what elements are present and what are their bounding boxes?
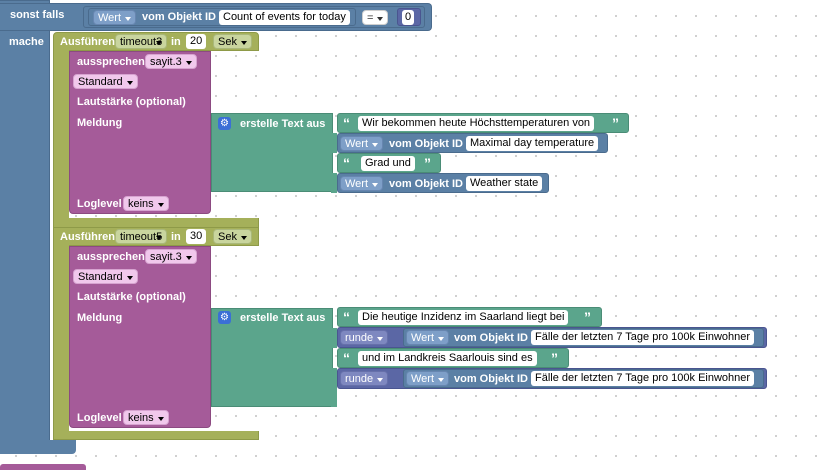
sayit-2-target[interactable]: sayit.3 xyxy=(145,249,197,264)
sayit-2-loglevel[interactable]: keins xyxy=(123,410,169,425)
timeout-2-delay[interactable]: 30 xyxy=(186,229,207,244)
timeout-2-unit[interactable]: Sek xyxy=(213,229,252,244)
sayit-1-loglevel-label: Loglevel xyxy=(77,198,122,210)
operator-dropdown[interactable]: = xyxy=(362,10,389,25)
object-id-label: vom Objekt ID xyxy=(454,332,528,344)
sayit-1-loglevel[interactable]: keins xyxy=(123,196,169,211)
gear-icon[interactable]: ⚙ xyxy=(218,311,231,324)
text-join-2-arm-a xyxy=(331,328,337,348)
timeout-1-delay[interactable]: 20 xyxy=(186,34,207,49)
sayit-1-message-label: Meldung xyxy=(77,117,123,129)
close-quote-icon: ” xyxy=(424,155,431,171)
text-join-1-label: erstelle Text aus xyxy=(240,118,326,130)
text-field[interactable]: Die heutige Inzidenz im Saarland liegt b… xyxy=(358,310,569,325)
timeout-2-in-label: in xyxy=(171,231,181,243)
close-quote-icon: ” xyxy=(584,309,591,325)
text-join-1-arm-a xyxy=(331,133,337,153)
timeout-1-label: Ausführen xyxy=(60,36,115,48)
value-dropdown[interactable]: Wert xyxy=(340,136,384,151)
object-id-field[interactable]: Fälle der letzten 7 Tage pro 100k Einwoh… xyxy=(531,371,755,386)
text-join-2-label: erstelle Text aus xyxy=(240,312,326,324)
open-quote-icon: “ xyxy=(343,155,350,171)
text-field[interactable]: Grad und xyxy=(361,156,415,171)
object-id-field[interactable]: Weather state xyxy=(466,176,543,191)
sayit-2-language[interactable]: Standard xyxy=(73,269,138,284)
text-field[interactable]: und im Landkreis Saarlouis sind es xyxy=(358,351,537,366)
close-quote-icon: ” xyxy=(551,350,558,366)
round-dropdown[interactable]: runde xyxy=(340,330,389,345)
object-id-field[interactable]: Count of events for today xyxy=(219,10,350,25)
do-label: mache xyxy=(9,36,44,48)
sayit-1-volume-label: Lautstärke (optional) xyxy=(77,96,186,108)
open-quote-icon: “ xyxy=(343,115,350,131)
value-dropdown[interactable]: Wert xyxy=(406,371,450,386)
sayit-1-label: aussprechen xyxy=(77,56,145,68)
open-quote-icon: “ xyxy=(343,309,350,325)
timeout-2-name[interactable]: timeout5 xyxy=(115,229,168,244)
value-dropdown[interactable]: Wert xyxy=(93,10,137,25)
text-join-2-arm-b xyxy=(331,368,337,407)
sayit-1-language[interactable]: Standard xyxy=(73,74,138,89)
gear-icon[interactable]: ⚙ xyxy=(218,117,231,130)
value-dropdown[interactable]: Wert xyxy=(340,176,384,191)
if-else-bottom-bar xyxy=(0,440,76,454)
next-block-edge[interactable] xyxy=(0,464,86,470)
sayit-2-message-label: Meldung xyxy=(77,312,123,324)
object-id-field[interactable]: Fälle der letzten 7 Tage pro 100k Einwoh… xyxy=(531,330,755,345)
close-quote-icon: ” xyxy=(612,115,619,131)
object-id-label: vom Objekt ID xyxy=(389,138,463,150)
timeout-2-bottom xyxy=(53,431,259,440)
number-field[interactable]: 0 xyxy=(402,10,415,25)
text-field[interactable]: Wir bekommen heute Höchsttemperaturen vo… xyxy=(358,116,595,131)
object-id-label: vom Objekt ID xyxy=(142,11,216,23)
else-if-label: sonst falls xyxy=(10,9,65,21)
sayit-2-loglevel-label: Loglevel xyxy=(77,412,122,424)
if-else-block[interactable] xyxy=(0,0,50,452)
sayit-2-label: aussprechen xyxy=(77,251,145,263)
text-join-block-1[interactable] xyxy=(211,113,333,192)
object-id-label: vom Objekt ID xyxy=(389,178,463,190)
sayit-2-volume-label: Lautstärke (optional) xyxy=(77,291,186,303)
value-dropdown[interactable]: Wert xyxy=(406,330,450,345)
timeout-1-side xyxy=(53,50,69,228)
text-join-block-2[interactable] xyxy=(211,308,333,407)
timeout-1-in-label: in xyxy=(171,36,181,48)
sayit-1-target[interactable]: sayit.3 xyxy=(145,54,197,69)
round-dropdown[interactable]: runde xyxy=(340,371,389,386)
timeout-1-name[interactable]: timeout3 xyxy=(115,34,168,49)
object-id-label: vom Objekt ID xyxy=(454,373,528,385)
timeout-2-label: Ausführen xyxy=(60,231,115,243)
timeout-2-side xyxy=(53,245,69,439)
timeout-1-unit[interactable]: Sek xyxy=(213,34,252,49)
open-quote-icon: “ xyxy=(343,350,350,366)
text-join-1-arm-b xyxy=(331,173,337,193)
object-id-field[interactable]: Maximal day temperature xyxy=(466,136,599,151)
